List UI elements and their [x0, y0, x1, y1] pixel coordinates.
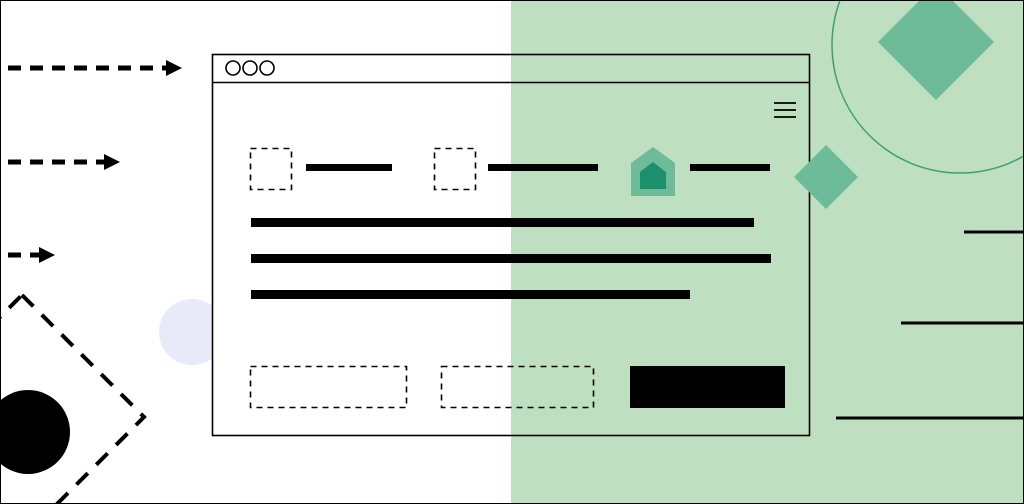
toolbar-label-bar-1 [306, 164, 392, 171]
dashed-arrow-short [8, 247, 55, 263]
window-dot-maximize[interactable] [259, 60, 275, 76]
checkbox-placeholder-1[interactable] [249, 147, 293, 191]
window-dot-close[interactable] [225, 60, 241, 76]
window-dot-minimize[interactable] [242, 60, 258, 76]
browser-window-mockup[interactable] [211, 53, 811, 437]
toolbar-label-bar-2 [488, 164, 598, 171]
solid-black-circle [0, 390, 70, 474]
arrowhead-icon [166, 60, 182, 76]
content-line-1 [251, 218, 754, 227]
toolbar-label-bar-3 [690, 164, 770, 171]
window-titlebar[interactable] [225, 60, 275, 76]
content-line-3 [251, 290, 690, 299]
content-line-2 [251, 254, 771, 263]
dashed-arrow-group [8, 60, 182, 263]
arrowhead-icon [104, 154, 120, 170]
arrowhead-icon [39, 247, 55, 263]
dashed-diamond-outline [0, 292, 147, 504]
dashed-arrow-medium [8, 154, 120, 170]
checkbox-placeholder-2[interactable] [433, 147, 477, 191]
footer-button-outline-1[interactable] [249, 365, 408, 409]
lavender-circle [159, 299, 225, 365]
footer-button-filled-primary[interactable] [630, 366, 785, 408]
dashed-arrow-long [8, 60, 182, 76]
